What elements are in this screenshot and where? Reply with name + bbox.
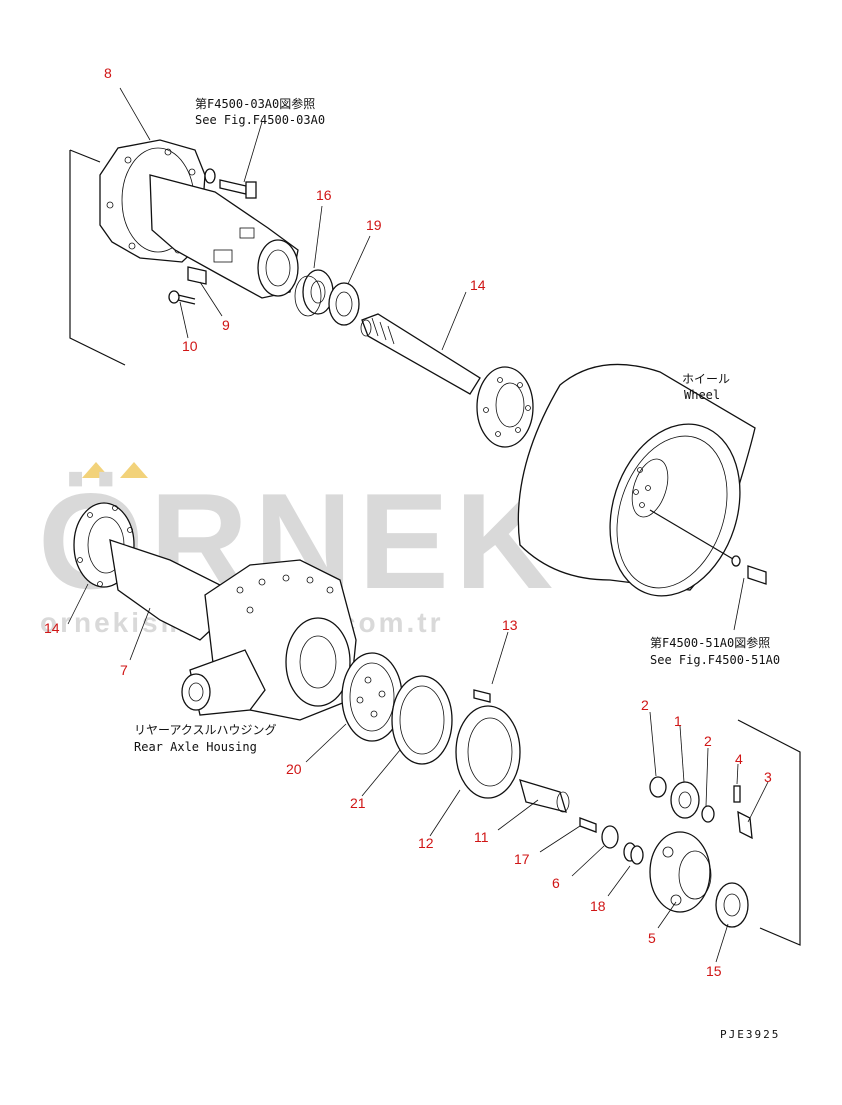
carrier-frame [737,719,801,946]
callout-18: 18 [590,898,606,914]
callout-13: 13 [502,617,518,633]
drawing-code: PJE3925 [720,1028,780,1041]
nut-2-left [649,776,667,798]
callout-15: 15 [706,963,722,979]
callout-20: 20 [286,761,302,777]
pin-4 [733,785,741,803]
housing-label-en: Rear Axle Housing [134,740,257,754]
shaft-3 [737,810,753,840]
wheel [517,363,767,597]
bearing-16 [294,269,334,317]
bearing-15 [715,882,749,928]
callout-3: 3 [764,769,772,785]
top-frame [69,149,126,366]
plate-21 [391,675,453,765]
notes: 第F4500-03A0図参照 See Fig.F4500-03A0 ホイール W… [134,96,780,1041]
callout-7: 7 [120,662,128,678]
callout-11: 11 [474,829,489,845]
leader-lines [67,87,769,963]
axle-housing-top [99,139,299,299]
pin-13 [473,689,491,703]
shims-18 [623,842,644,865]
callout-2-right: 2 [704,733,712,749]
callout-14-top: 14 [470,277,486,293]
callout-14-left: 14 [44,620,60,636]
ref-note-top-jp: 第F4500-03A0図参照 [195,96,315,111]
callout-19: 19 [366,217,382,233]
friction-disc-20 [341,652,403,742]
part-callouts: 8 16 19 14 9 10 14 7 13 20 21 12 11 17 6… [44,65,772,979]
seal-19 [328,282,360,326]
callout-21: 21 [350,795,366,811]
callout-10: 10 [182,338,198,354]
callout-8: 8 [104,65,112,81]
plate-9 [187,266,207,285]
callout-4: 4 [735,751,743,767]
ref-note-top-en: See Fig.F4500-03A0 [195,113,325,127]
ref-note-bottom-jp: 第F4500-51A0図参照 [650,635,770,650]
sun-gear-shaft-11 [519,779,570,813]
ring-gear-12 [455,705,521,799]
callout-16: 16 [316,187,332,203]
rear-axle-housing [73,502,357,721]
nut-2-right [701,805,715,823]
washer-6 [601,825,619,849]
wheel-label-en: Wheel [684,388,720,402]
callout-2-left: 2 [641,697,649,713]
callout-9: 9 [222,317,230,333]
planet-carrier-5 [649,831,712,913]
callout-17: 17 [514,851,530,867]
callout-6: 6 [552,875,560,891]
bolt-10 [168,290,196,305]
callout-1: 1 [674,713,682,729]
bolt-17 [579,817,597,833]
wheel-label-jp: ホイール [682,372,730,386]
axle-shaft-top [360,313,534,448]
callout-5: 5 [648,930,656,946]
planet-gear-1 [670,781,700,819]
watermark-accent-left [82,462,110,478]
ref-note-bottom-en: See Fig.F4500-51A0 [650,653,780,667]
housing-label-jp: リヤーアクスルハウジング [134,723,277,737]
watermark-accent-right [120,462,148,478]
callout-12: 12 [418,835,434,851]
mounting-bolt-top [204,168,257,199]
